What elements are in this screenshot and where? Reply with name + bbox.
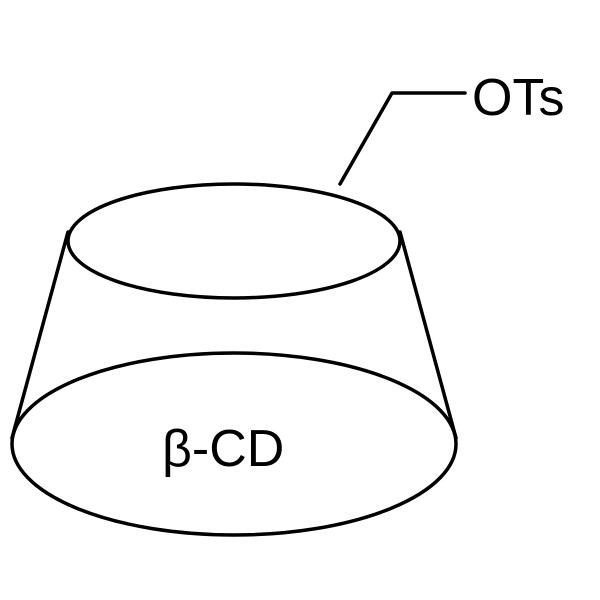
substituent-bond [338, 91, 467, 186]
cone-right-side [398, 230, 458, 440]
cone-left-side [10, 230, 70, 440]
top-rim-ellipse [66, 182, 402, 300]
bottom-rim-ellipse [10, 351, 458, 537]
substituent-label: OTs [472, 69, 564, 127]
core-label: β-CD [162, 420, 284, 478]
